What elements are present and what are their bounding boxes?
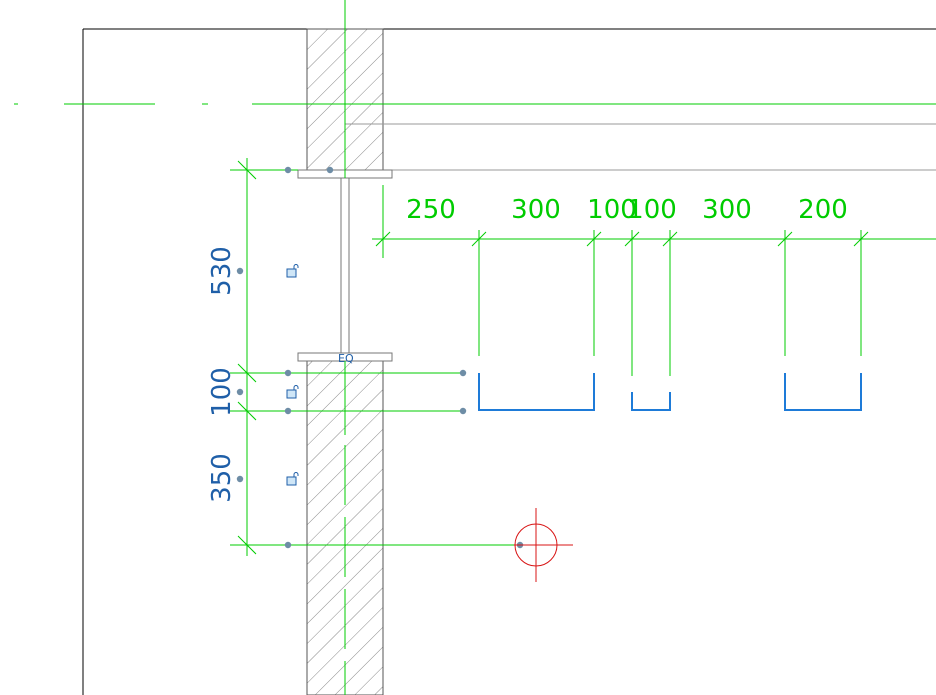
grip-handle[interactable] — [459, 369, 467, 377]
openings[interactable] — [478, 373, 862, 411]
dim-h-5[interactable]: 300 — [702, 195, 752, 225]
grip-handle[interactable] — [236, 267, 244, 275]
view-frame — [82, 28, 936, 695]
vertical-dimension-string[interactable] — [230, 158, 520, 556]
dim-h-2[interactable]: 300 — [511, 195, 561, 225]
grip-handle[interactable] — [284, 166, 292, 174]
opening-1[interactable] — [478, 373, 595, 411]
vertical-dimension-labels: 530 100 350 — [207, 246, 237, 503]
grip-handle[interactable] — [284, 369, 292, 377]
dim-h-4[interactable]: 100 — [627, 195, 677, 225]
dim-v-3[interactable]: 350 — [207, 453, 237, 503]
crosshair-cursor-icon — [514, 508, 573, 582]
opening-3[interactable] — [784, 373, 862, 411]
grip-handle[interactable] — [236, 388, 244, 396]
opening-2[interactable] — [631, 392, 671, 411]
grip-handle[interactable] — [284, 541, 292, 549]
reference-lines[interactable] — [14, 0, 936, 695]
eq-label: EQ — [338, 352, 354, 365]
dim-h-3[interactable]: 100 — [587, 195, 637, 225]
dim-h-6[interactable]: 200 — [798, 195, 848, 225]
dim-h-1[interactable]: 250 — [406, 195, 456, 225]
grip-handle[interactable] — [459, 407, 467, 415]
grip-handle[interactable] — [236, 475, 244, 483]
dim-v-2[interactable]: 100 — [207, 367, 237, 417]
lock-icon[interactable] — [286, 472, 299, 486]
lock-icon[interactable] — [286, 385, 299, 399]
lock-icon[interactable] — [286, 264, 299, 278]
steel-column[interactable] — [297, 169, 393, 362]
dim-v-1[interactable]: 530 — [207, 246, 237, 296]
horizontal-dimension-string[interactable] — [372, 185, 936, 376]
horizontal-dimension-labels: 250 300 100 100 300 200 — [406, 195, 848, 225]
grip-handle[interactable] — [326, 166, 334, 174]
slab-band[interactable] — [344, 103, 936, 171]
grip-handle[interactable] — [284, 407, 292, 415]
